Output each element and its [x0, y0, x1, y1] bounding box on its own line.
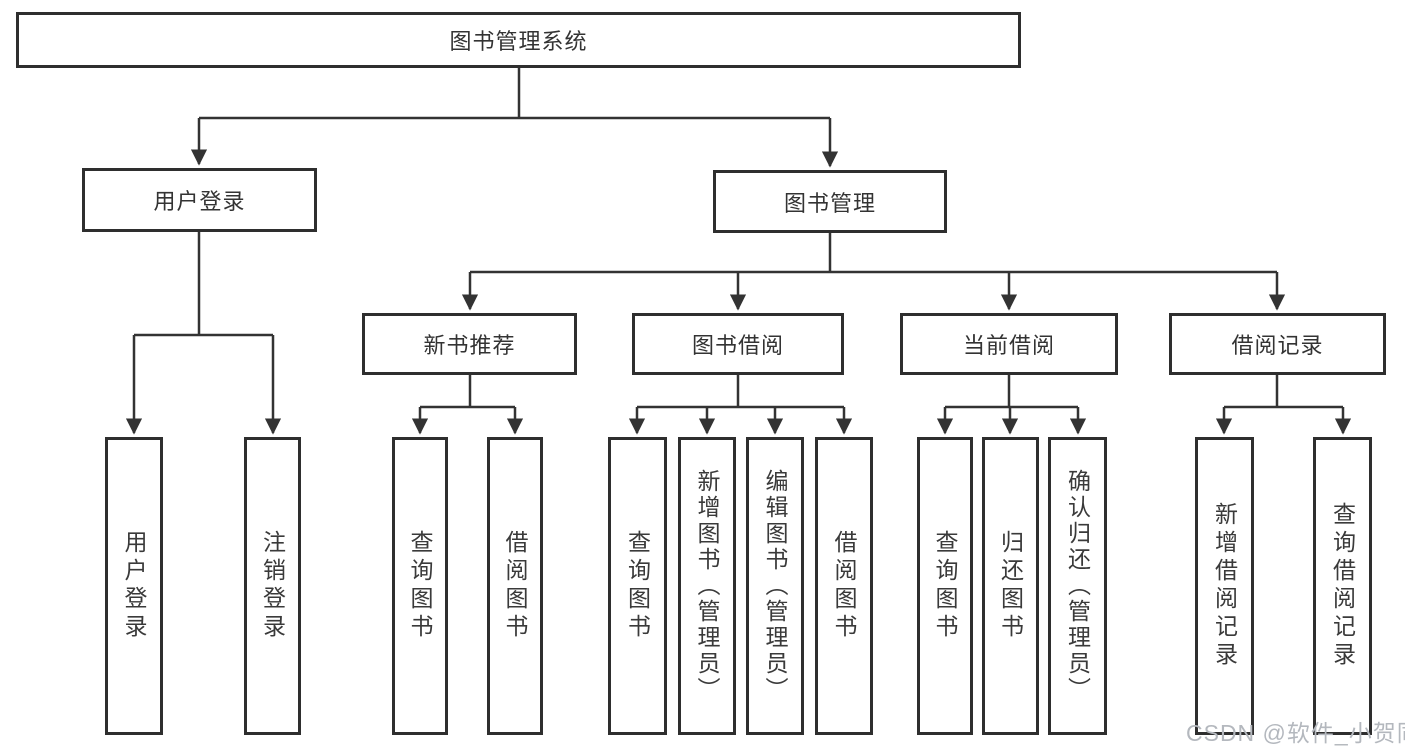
leaf-add-books-admin: 新增图书（管理员） [678, 437, 736, 735]
connector-book-mgmt-modules [461, 233, 1286, 311]
leaf-label: 查询图书 [407, 530, 433, 642]
node-new-book-recommend: 新书推荐 [362, 313, 577, 375]
connector-current-children [936, 375, 1087, 435]
node-label: 图书借阅 [691, 333, 784, 358]
node-label: 借阅记录 [1231, 333, 1324, 358]
csdn-watermark: CSDN @软件_小贺同学 [1186, 720, 1405, 746]
node-label: 当前借阅 [962, 333, 1055, 358]
leaf-label: 查询借阅记录 [1329, 502, 1356, 670]
connector-record-children [1215, 375, 1352, 435]
connector-root-to-level2 [190, 68, 839, 168]
leaf-label: 新增图书（管理员） [694, 469, 720, 703]
leaf-label: 确认归还（管理员） [1064, 469, 1091, 703]
leaf-confirm-return-admin: 确认归还（管理员） [1048, 437, 1107, 735]
node-user-login: 用户登录 [82, 168, 317, 232]
leaf-borrow-books-recommend: 借阅图书 [487, 437, 543, 735]
node-book-management: 图书管理 [713, 170, 947, 233]
leaf-query-books-current: 查询图书 [917, 437, 973, 735]
leaf-add-borrow-record: 新增借阅记录 [1195, 437, 1254, 735]
leaf-return-books: 归还图书 [982, 437, 1039, 735]
leaf-label: 编辑图书（管理员） [762, 469, 788, 703]
node-label: 用户登录 [153, 189, 246, 214]
leaf-label: 归还图书 [997, 530, 1024, 642]
leaf-user-login: 用户登录 [105, 437, 163, 735]
leaf-label: 查询图书 [624, 530, 651, 642]
leaf-label: 查询图书 [932, 530, 958, 642]
leaf-edit-books-admin: 编辑图书（管理员） [746, 437, 804, 735]
leaf-query-borrow-record: 查询借阅记录 [1313, 437, 1372, 735]
leaf-query-books-borrow: 查询图书 [608, 437, 667, 735]
leaf-label: 用户登录 [121, 530, 147, 642]
leaf-borrow-books: 借阅图书 [815, 437, 873, 735]
leaf-label: 注销登录 [259, 530, 286, 642]
leaf-query-books-recommend: 查询图书 [392, 437, 448, 735]
connector-new-book-children [411, 375, 524, 435]
node-label: 新书推荐 [423, 333, 516, 358]
node-system-root: 图书管理系统 [16, 12, 1021, 68]
leaf-label: 新增借阅记录 [1211, 502, 1238, 670]
connector-user-login-children [125, 232, 282, 435]
node-label: 图书管理系统 [449, 29, 588, 54]
leaf-label: 借阅图书 [831, 530, 857, 642]
node-borrow-record: 借阅记录 [1169, 313, 1386, 375]
node-book-borrow: 图书借阅 [632, 313, 844, 375]
leaf-logout: 注销登录 [244, 437, 301, 735]
node-label: 图书管理 [783, 190, 876, 216]
leaf-label: 借阅图书 [502, 530, 528, 642]
connector-borrow-children [628, 375, 853, 435]
node-current-borrow: 当前借阅 [900, 313, 1118, 375]
